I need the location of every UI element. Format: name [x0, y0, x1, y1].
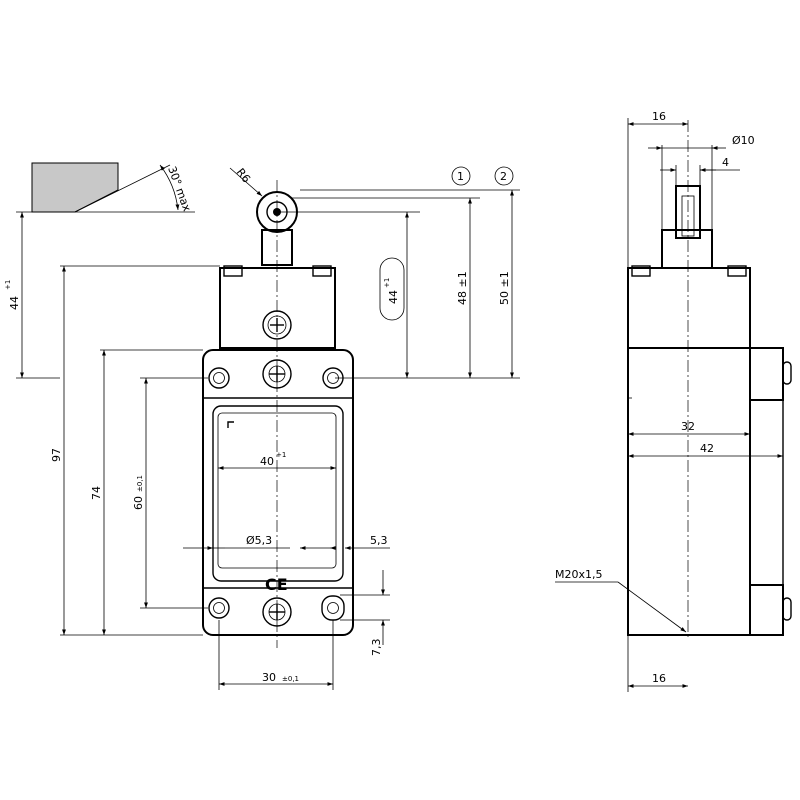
- side-dim-16-bottom: 16: [652, 672, 666, 685]
- dim-30-label: 30: [262, 671, 276, 684]
- side-thread-label: M20x1,5: [555, 568, 603, 581]
- roller-lever: R6: [229, 166, 298, 266]
- marker-1: 1: [457, 170, 464, 183]
- slot-44-tol: +1: [383, 278, 391, 288]
- cam-angle-label: 30° max: [165, 165, 193, 214]
- switch-body: CE: [202, 349, 354, 636]
- front-right-dims: 44 +1 48 ±1 50 ±1 1 2: [278, 166, 520, 379]
- dim-travel-44: 44 +1: [4, 211, 60, 379]
- side-dim-4: 4: [722, 156, 729, 169]
- dim-5-3-label: 5,3: [370, 534, 388, 547]
- dim-48-label: 48 ±1: [456, 271, 469, 305]
- dim-50-label: 50 ±1: [498, 271, 511, 305]
- marker-2: 2: [500, 170, 507, 183]
- side-dims: 16 Ø10 4 32 42 M20x1,5 16: [555, 110, 783, 692]
- dim-40-label: 40: [260, 455, 274, 468]
- roller-radius-label: R6: [234, 166, 253, 186]
- side-dim-42: 42: [700, 442, 714, 455]
- dim-7-3-label: 7,3: [370, 639, 383, 657]
- dim-97-label: 97: [50, 448, 63, 462]
- side-dim-dia10: Ø10: [732, 134, 755, 147]
- cam-sketch: 30° max: [31, 162, 195, 214]
- slot-44-label: 44: [387, 290, 400, 304]
- front-left-dims: 97 74 60 ±0,1: [50, 265, 220, 636]
- side-dim-32: 32: [681, 420, 695, 433]
- travel-44-label: 44: [8, 296, 21, 310]
- front-view: R6: [202, 166, 354, 648]
- side-dim-16-top: 16: [652, 110, 666, 123]
- side-view: [627, 120, 792, 640]
- dim-30-tol: ±0,1: [282, 675, 299, 683]
- switch-head: [219, 265, 336, 349]
- dim-74-label: 74: [90, 486, 103, 500]
- hole-dia-label: Ø5,3: [246, 534, 272, 547]
- dim-60-label: 60: [132, 496, 145, 510]
- dim-7-3: 7,3: [340, 570, 390, 656]
- travel-44-tol: +1: [4, 280, 12, 290]
- dim-40-tol: +1: [276, 451, 286, 459]
- dim-40: 40 +1: [218, 451, 336, 470]
- ce-mark: CE: [265, 575, 288, 594]
- dim-30: 30 ±0,1: [218, 620, 334, 690]
- dim-hole: Ø5,3 5,3: [183, 534, 390, 550]
- dim-60-tol: ±0,1: [136, 475, 144, 492]
